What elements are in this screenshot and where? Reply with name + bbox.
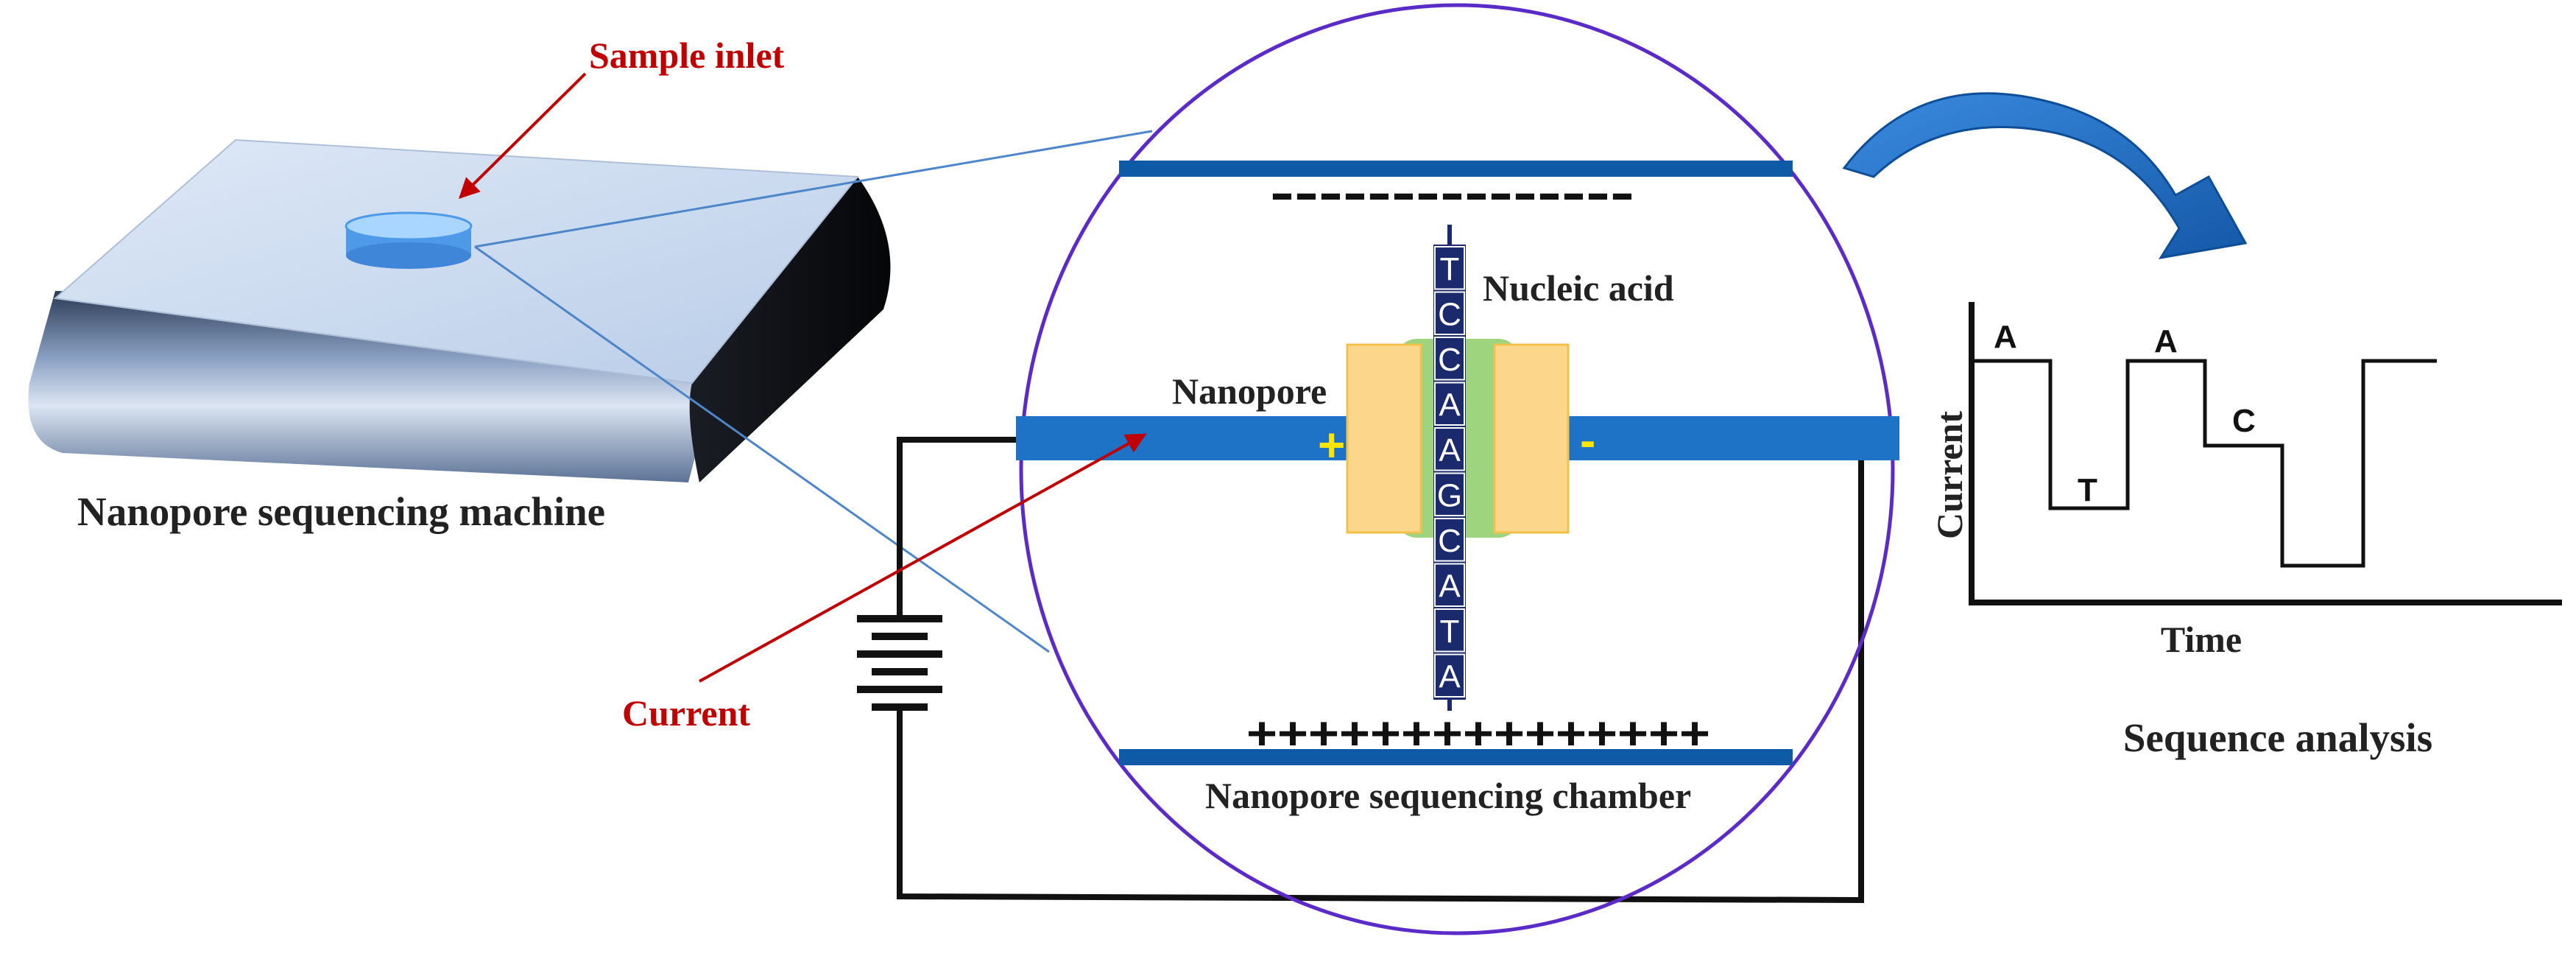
sequencing-chamber: --------------- +++++++++++++++ + - TCCA…: [1016, 3, 1899, 935]
strand-base-9: A: [1439, 658, 1461, 695]
membrane-left: [1016, 416, 1362, 460]
strand-base-box: [1434, 427, 1465, 471]
current-arrow: [699, 433, 1147, 683]
current-trace: [1973, 359, 2437, 568]
current-signal-chart: A T A C Current Time: [1929, 302, 2562, 660]
chart-xlabel: Time: [2161, 619, 2242, 660]
zoom-line-bottom: [474, 245, 1050, 653]
current-label: Current: [622, 692, 750, 734]
sample-inlet-arrow: [459, 72, 587, 199]
zoom-line-top: [474, 130, 1153, 248]
strand-base-box: [1434, 518, 1465, 562]
strand-base-7: A: [1439, 568, 1461, 604]
base-label-a1: A: [1994, 319, 2017, 355]
sequencing-machine: [28, 138, 891, 482]
curved-arrow-icon: [1842, 92, 2248, 260]
nanopore-label: Nanopore: [1172, 370, 1327, 412]
strand-base-6: C: [1438, 523, 1461, 559]
sample-inlet-well: [345, 211, 473, 269]
membrane-minus-sign: -: [1580, 414, 1595, 467]
strand-base-2: C: [1438, 342, 1461, 378]
strand-base-8: T: [1440, 614, 1460, 650]
strand-base-box: [1434, 563, 1465, 607]
base-label-a2: A: [2154, 323, 2178, 359]
machine-label: Nanopore sequencing machine: [77, 489, 605, 534]
strand-base-box: [1434, 472, 1465, 516]
magnification-circle: [1019, 3, 1895, 935]
strand-base-box: [1434, 337, 1465, 381]
strand-base-5: G: [1437, 477, 1462, 513]
bottom-electrode: [1119, 749, 1793, 765]
membrane-right: [1553, 416, 1899, 460]
bottom-positive-charges: +++++++++++++++: [1246, 709, 1710, 759]
strand-base-0: T: [1440, 251, 1460, 287]
strand-base-box: [1434, 291, 1465, 335]
strand-base-box: [1434, 382, 1465, 426]
circuit-wire: [897, 435, 1864, 904]
sequence-analysis-label: Sequence analysis: [2123, 715, 2432, 760]
base-label-c: C: [2232, 403, 2256, 439]
nucleic-acid-label: Nucleic acid: [1483, 267, 1674, 309]
strand-base-4: A: [1439, 432, 1461, 468]
membrane-plus-sign: +: [1318, 418, 1345, 471]
top-electrode: [1119, 161, 1793, 177]
sample-inlet-label: Sample inlet: [589, 35, 785, 76]
machine-right-side: [689, 177, 891, 482]
base-label-t: T: [2078, 472, 2097, 508]
top-negative-charges: ---------------: [1270, 164, 1634, 221]
strand-base-box: [1434, 653, 1465, 698]
strand-base-3: A: [1439, 387, 1461, 423]
strand-base-box: [1434, 608, 1465, 653]
strand-base-1: C: [1438, 296, 1461, 332]
battery-icon: [857, 615, 942, 711]
chamber-label: Nanopore sequencing chamber: [1205, 775, 1691, 816]
chart-ylabel: Current: [1929, 411, 1970, 539]
strand-base-box: [1434, 246, 1465, 290]
